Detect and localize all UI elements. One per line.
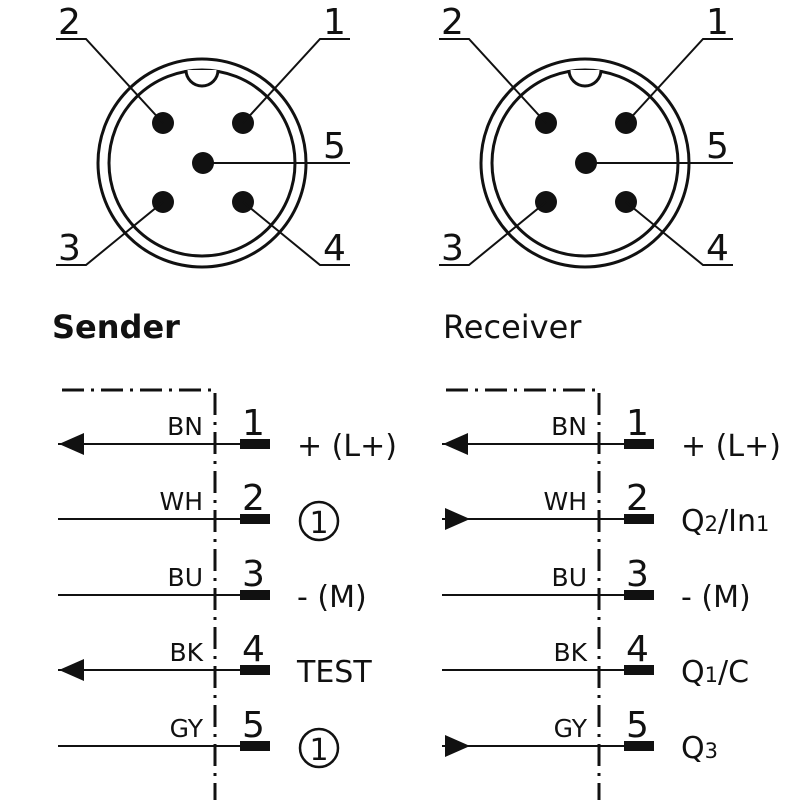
sender-row-1: BN 1 + (L+) [58, 403, 397, 464]
signal-label: - (M) [297, 580, 367, 615]
leader-line-3 [56, 201, 164, 266]
note-marker-circle [298, 500, 340, 542]
terminal-block [624, 514, 654, 524]
leader-line-3 [439, 201, 547, 266]
pin-label-1: 1 [706, 2, 729, 43]
pin-label-4: 4 [323, 228, 346, 269]
terminal-block [240, 590, 270, 600]
pin-number-label: 4 [626, 629, 649, 670]
receiver-row-3: BU 3 - (M) [442, 554, 751, 615]
receiver-title: Receiver [443, 308, 582, 346]
receiver-row-1: BN 1 + (L+) [442, 403, 781, 464]
wire-color-label: BN [167, 412, 203, 441]
leader-line-1 [625, 38, 733, 124]
housing-border [446, 388, 601, 800]
leader-line-2 [439, 38, 547, 124]
note-marker-label: 1 [309, 506, 328, 541]
connector-receiver: 2 1 5 3 4 [439, 2, 733, 269]
arrow-left-icon [59, 659, 84, 681]
receiver-row-5: GY 5Q3 [442, 705, 718, 766]
wire-color-label: BK [553, 638, 587, 667]
note-marker-circle [298, 727, 340, 769]
terminal-block [240, 741, 270, 751]
receiver-row-4: BK 4Q1/C [442, 629, 749, 690]
signal-label: TEST [296, 655, 372, 690]
signal-label: + (L+) [681, 429, 781, 464]
note-marker-label: 1 [309, 733, 328, 768]
pin-number-label: 5 [626, 705, 649, 746]
wire-color-label: GY [170, 714, 204, 743]
signal-label: Q2/In1 [681, 504, 769, 539]
leader-line-1 [242, 38, 350, 124]
pin-label-2: 2 [58, 2, 81, 43]
pin-number-label: 4 [242, 629, 265, 670]
receiver-row-2: WH 2Q2/In1 [442, 478, 769, 539]
arrow-right-icon [445, 735, 470, 757]
pin-label-2: 2 [441, 2, 464, 43]
sender-title: Sender [52, 308, 180, 346]
pin-label-1: 1 [323, 2, 346, 43]
leader-line-4 [625, 201, 733, 266]
terminal-block [624, 665, 654, 675]
pin-label-5: 5 [706, 126, 729, 167]
wire-color-label: BU [168, 563, 203, 592]
wire-color-label: BK [169, 638, 203, 667]
pin-label-4: 4 [706, 228, 729, 269]
sender-row-3: BU 3 - (M) [58, 554, 367, 615]
pin-number-label: 1 [242, 403, 265, 444]
arrow-left-icon [59, 433, 84, 455]
connector-sender: 2 1 5 3 4 [56, 2, 350, 269]
leader-line-4 [242, 201, 350, 266]
pin-label-3: 3 [58, 228, 81, 269]
pin-number-label: 2 [626, 478, 649, 519]
signal-label: + (L+) [297, 429, 397, 464]
pin-label-3: 3 [441, 228, 464, 269]
terminal-block [624, 439, 654, 449]
pin-number-label: 3 [626, 554, 649, 595]
arrow-left-icon [443, 433, 468, 455]
pin-number-label: 5 [242, 705, 265, 746]
terminal-block [240, 514, 270, 524]
pin-label-5: 5 [323, 126, 346, 167]
arrow-right-icon [445, 508, 470, 530]
signal-label: Q3 [681, 731, 718, 766]
pin-number-label: 1 [626, 403, 649, 444]
leader-line-2 [56, 38, 164, 124]
wire-color-label: BU [552, 563, 587, 592]
wire-color-label: GY [554, 714, 588, 743]
wire-color-label: WH [159, 487, 203, 516]
wire-color-label: BN [551, 412, 587, 441]
housing-border [62, 388, 217, 800]
terminal-block [624, 741, 654, 751]
sender-row-5: GY 5 1 [58, 705, 340, 769]
connector-key-notch [567, 69, 603, 88]
signal-label: - (M) [681, 580, 751, 615]
connector-key-notch [184, 69, 220, 88]
wire-color-label: WH [543, 487, 587, 516]
terminal-block [624, 590, 654, 600]
terminal-block [240, 665, 270, 675]
pin-number-label: 2 [242, 478, 265, 519]
terminal-block [240, 439, 270, 449]
sender-row-2: WH 2 1 [58, 478, 340, 542]
pin-number-label: 3 [242, 554, 265, 595]
signal-label: Q1/C [681, 655, 749, 690]
